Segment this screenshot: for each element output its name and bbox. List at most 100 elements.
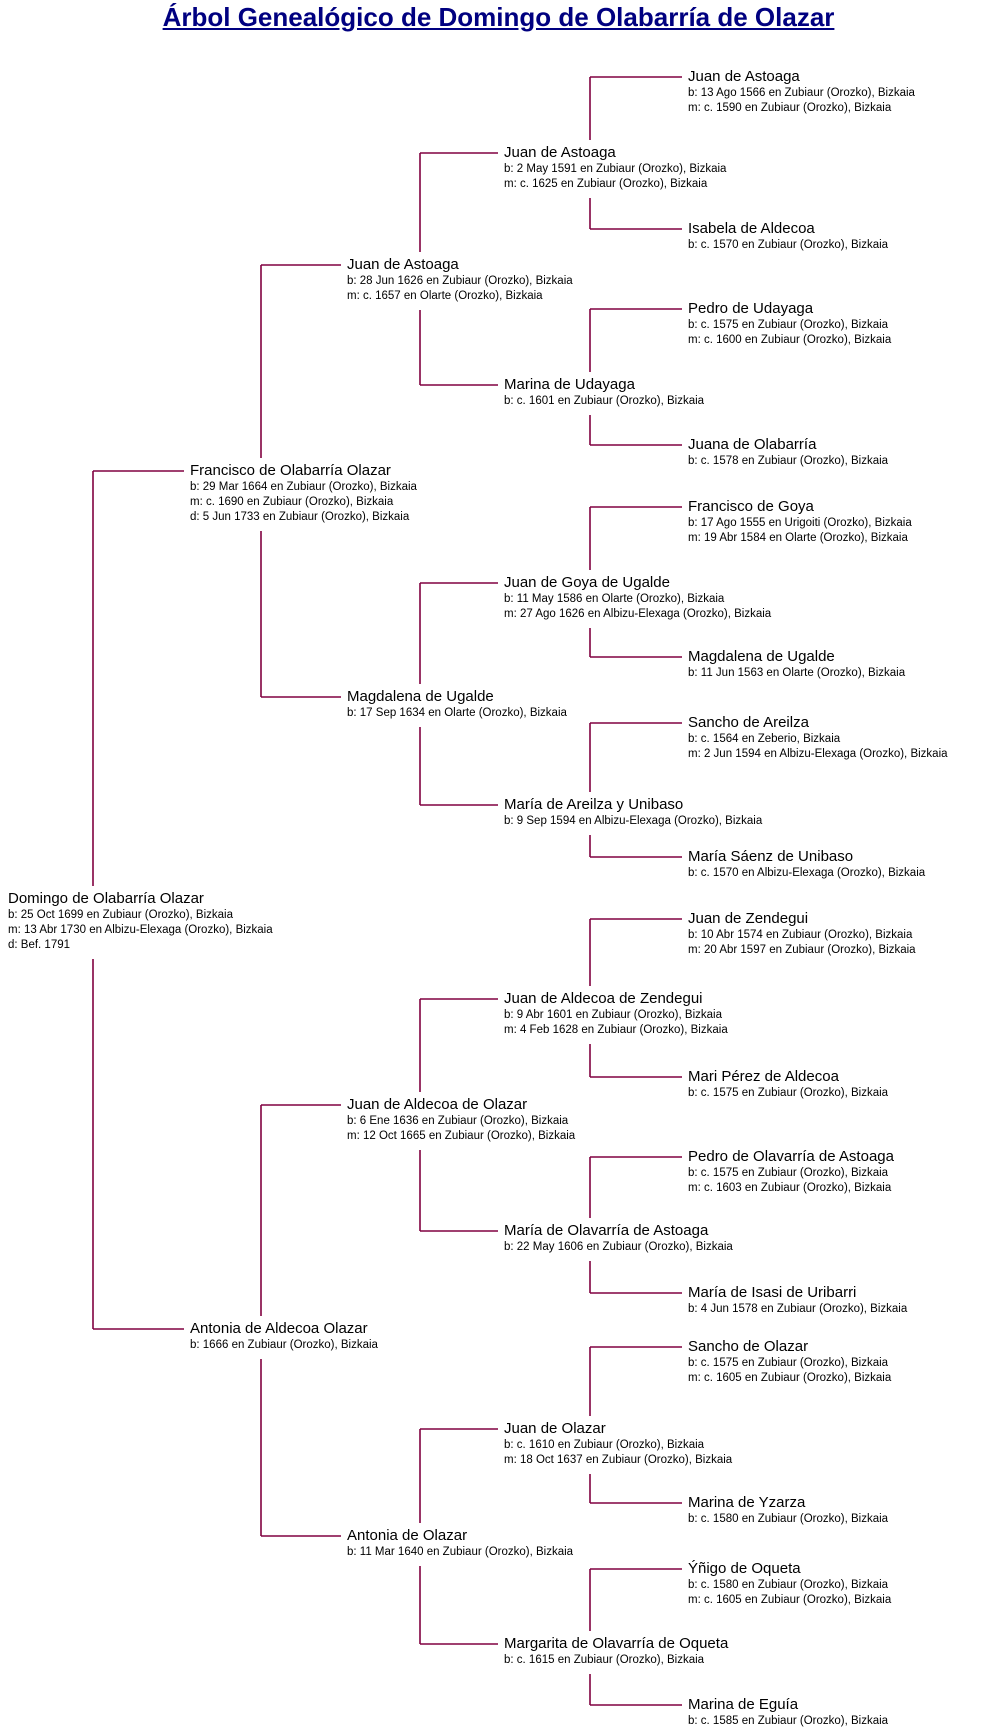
person-detail: b: c. 1578 en Zubiaur (Orozko), Bizkaia bbox=[688, 455, 889, 467]
person-detail: b: c. 1585 en Zubiaur (Orozko), Bizkaia bbox=[688, 1715, 889, 1727]
person-detail: b: c. 1601 en Zubiaur (Orozko), Bizkaia bbox=[504, 395, 705, 407]
person-detail: b: c. 1570 en Albizu-Elexaga (Orozko), B… bbox=[688, 867, 926, 879]
person-detail: b: c. 1580 en Zubiaur (Orozko), Bizkaia bbox=[688, 1513, 889, 1525]
person-4: Magdalena de Ugalde b: 17 Sep 1634 en Ola… bbox=[347, 688, 567, 721]
person-detail: b: 28 Jun 1626 en Zubiaur (Orozko), Bizk… bbox=[347, 275, 573, 287]
person-detail: b: 25 Oct 1699 en Zubiaur (Orozko), Bizk… bbox=[8, 909, 233, 921]
person-detail: b: c. 1575 en Zubiaur (Orozko), Bizkaia bbox=[688, 1357, 889, 1369]
person-detail: b: 10 Abr 1574 en Zubiaur (Orozko), Bizk… bbox=[688, 929, 913, 941]
person-name[interactable]: Juan de Aldecoa de Olazar bbox=[347, 1096, 528, 1113]
person-detail: b: 2 May 1591 en Zubiaur (Orozko), Bizka… bbox=[504, 163, 727, 175]
person-name[interactable]: Juan de Astoaga bbox=[688, 68, 800, 85]
person-detail: m: 12 Oct 1665 en Zubiaur (Orozko), Bizk… bbox=[347, 1130, 576, 1142]
person-name[interactable]: Antonia de Olazar bbox=[347, 1527, 468, 1544]
person-1: Francisco de Olabarría Olazar b: 29 Mar 1… bbox=[190, 462, 417, 525]
person-detail: b: c. 1575 en Zubiaur (Orozko), Bizkaia bbox=[688, 1087, 889, 1099]
person-name[interactable]: Sancho de Olazar bbox=[688, 1338, 809, 1355]
person-name[interactable]: Marina de Udayaga bbox=[504, 376, 635, 393]
person-detail: b: 29 Mar 1664 en Zubiaur (Orozko), Bizk… bbox=[190, 481, 417, 493]
person-11: Juan de Aldecoa de Zendegui b: 9 Abr 1601… bbox=[504, 990, 728, 1038]
person-8: Marina de Udayaga b: c. 1601 en Zubiaur (… bbox=[504, 376, 704, 409]
person-name[interactable]: Antonia de Aldecoa Olazar bbox=[190, 1320, 368, 1337]
person-12: María de Olavarría de Astoaga b: 22 May 1… bbox=[504, 1222, 733, 1255]
person-name[interactable]: Marina de Eguía bbox=[688, 1696, 799, 1713]
person-10: María de Areilza y Unibaso b: 9 Sep 1594 … bbox=[504, 796, 762, 829]
person-9: Juan de Goya de Ugalde b: 11 May 1586 en … bbox=[504, 574, 771, 622]
person-24: Mari Pérez de Aldecoa b: c. 1575 en Zubia… bbox=[688, 1068, 888, 1101]
person-detail: m: c. 1605 en Zubiaur (Orozko), Bizkaia bbox=[688, 1594, 892, 1606]
person-detail: b: 22 May 1606 en Zubiaur (Orozko), Bizk… bbox=[504, 1241, 733, 1253]
person-name[interactable]: Sancho de Areilza bbox=[688, 714, 809, 731]
person-name[interactable]: Francisco de Olabarría Olazar bbox=[190, 462, 391, 479]
person-detail: m: c. 1603 en Zubiaur (Orozko), Bizkaia bbox=[688, 1182, 892, 1194]
person-detail: m: 27 Ago 1626 en Albizu-Elexaga (Orozko… bbox=[504, 608, 772, 620]
person-22: María Sáenz de Unibaso b: c. 1570 en Albi… bbox=[688, 848, 925, 881]
person-name[interactable]: Juan de Olazar bbox=[504, 1420, 606, 1437]
person-detail: b: 11 May 1586 en Olarte (Orozko), Bizka… bbox=[504, 593, 725, 605]
person-name[interactable]: María de Isasi de Uribarri bbox=[688, 1284, 857, 1301]
person-detail: b: 13 Ago 1566 en Zubiaur (Orozko), Bizk… bbox=[688, 87, 915, 99]
person-name[interactable]: Isabela de Aldecoa bbox=[688, 220, 815, 237]
person-detail: m: c. 1600 en Zubiaur (Orozko), Bizkaia bbox=[688, 334, 892, 346]
person-name[interactable]: Magdalena de Ugalde bbox=[688, 648, 835, 665]
person-detail: b: 4 Jun 1578 en Zubiaur (Orozko), Bizka… bbox=[688, 1303, 908, 1315]
person-detail: b: c. 1615 en Zubiaur (Orozko), Bizkaia bbox=[504, 1654, 705, 1666]
person-detail: b: 17 Sep 1634 en Olarte (Orozko), Bizka… bbox=[347, 707, 567, 719]
person-detail: m: 13 Abr 1730 en Albizu-Elexaga (Orozko… bbox=[8, 924, 273, 936]
person-name[interactable]: Pedro de Udayaga bbox=[688, 300, 814, 317]
person-name[interactable]: Mari Pérez de Aldecoa bbox=[688, 1068, 839, 1085]
person-name[interactable]: Francisco de Goya bbox=[688, 498, 814, 515]
person-21: Sancho de Areilza b: c. 1564 en Zeberio, … bbox=[688, 714, 948, 762]
person-28: Marina de Yzarza b: c. 1580 en Zubiaur (O… bbox=[688, 1494, 888, 1527]
person-name[interactable]: María de Olavarría de Astoaga bbox=[504, 1222, 709, 1239]
person-name[interactable]: Domingo de Olabarría Olazar bbox=[8, 890, 204, 907]
person-detail: m: c. 1690 en Zubiaur (Orozko), Bizkaia bbox=[190, 496, 394, 508]
person-detail: b: 6 Ene 1636 en Zubiaur (Orozko), Bizka… bbox=[347, 1115, 569, 1127]
person-name[interactable]: María de Areilza y Unibaso bbox=[504, 796, 684, 813]
person-name[interactable]: Juan de Zendegui bbox=[688, 910, 809, 927]
person-detail: m: c. 1590 en Zubiaur (Orozko), Bizkaia bbox=[688, 102, 892, 114]
person-3: Juan de Astoaga b: 28 Jun 1626 en Zubiaur… bbox=[347, 256, 573, 304]
person-name[interactable]: Pedro de Olavarría de Astoaga bbox=[688, 1148, 894, 1165]
person-detail: m: c. 1657 en Olarte (Orozko), Bizkaia bbox=[347, 290, 543, 302]
person-detail: b: 1666 en Zubiaur (Orozko), Bizkaia bbox=[190, 1339, 378, 1351]
person-23: Juan de Zendegui b: 10 Abr 1574 en Zubiau… bbox=[688, 910, 916, 958]
person-name[interactable]: Juan de Aldecoa de Zendegui bbox=[504, 990, 703, 1007]
person-name[interactable]: Margarita de Olavarría de Oqueta bbox=[504, 1635, 729, 1652]
person-name[interactable]: Ýñigo de Oqueta bbox=[688, 1560, 801, 1577]
person-27: Sancho de Olazar b: c. 1575 en Zubiaur (O… bbox=[688, 1338, 891, 1386]
person-detail: d: Bef. 1791 bbox=[8, 939, 71, 951]
page-title[interactable]: Árbol Genealógico de Domingo de Olabarrí… bbox=[162, 2, 835, 32]
person-name[interactable]: Juana de Olabarría bbox=[688, 436, 817, 453]
person-detail: b: 11 Jun 1563 en Olarte (Orozko), Bizka… bbox=[688, 667, 906, 679]
person-detail: m: 18 Oct 1637 en Zubiaur (Orozko), Bizk… bbox=[504, 1454, 733, 1466]
person-detail: b: 9 Sep 1594 en Albizu-Elexaga (Orozko)… bbox=[504, 815, 763, 827]
person-26: María de Isasi de Uribarri b: 4 Jun 1578 … bbox=[688, 1284, 907, 1317]
person-detail: m: c. 1605 en Zubiaur (Orozko), Bizkaia bbox=[688, 1372, 892, 1384]
person-name[interactable]: Marina de Yzarza bbox=[688, 1494, 806, 1511]
person-detail: b: 9 Abr 1601 en Zubiaur (Orozko), Bizka… bbox=[504, 1009, 722, 1021]
person-5: Juan de Aldecoa de Olazar b: 6 Ene 1636 e… bbox=[347, 1096, 575, 1144]
person-7: Juan de Astoaga b: 2 May 1591 en Zubiaur … bbox=[504, 144, 726, 192]
person-18: Juana de Olabarría b: c. 1578 en Zubiaur … bbox=[688, 436, 888, 469]
person-name[interactable]: María Sáenz de Unibaso bbox=[688, 848, 854, 865]
person-detail: b: c. 1570 en Zubiaur (Orozko), Bizkaia bbox=[688, 239, 889, 251]
person-detail: m: 2 Jun 1594 en Albizu-Elexaga (Orozko)… bbox=[688, 748, 948, 760]
person-name[interactable]: Juan de Astoaga bbox=[504, 144, 616, 161]
person-name[interactable]: Juan de Goya de Ugalde bbox=[504, 574, 670, 591]
person-detail: m: 20 Abr 1597 en Zubiaur (Orozko), Bizk… bbox=[688, 944, 916, 956]
person-detail: b: c. 1564 en Zeberio, Bizkaia bbox=[688, 733, 841, 745]
person-detail: m: c. 1625 en Zubiaur (Orozko), Bizkaia bbox=[504, 178, 708, 190]
person-name[interactable]: Juan de Astoaga bbox=[347, 256, 459, 273]
person-name[interactable]: Magdalena de Ugalde bbox=[347, 688, 494, 705]
person-20: Magdalena de Ugalde b: 11 Jun 1563 en Ola… bbox=[688, 648, 905, 681]
person-6: Antonia de Olazar b: 11 Mar 1640 en Zubia… bbox=[347, 1527, 573, 1560]
person-detail: b: 11 Mar 1640 en Zubiaur (Orozko), Bizk… bbox=[347, 1546, 574, 1558]
person-15: Juan de Astoaga b: 13 Ago 1566 en Zubiaur… bbox=[688, 68, 915, 116]
person-2: Antonia de Aldecoa Olazar b: 1666 en Zubi… bbox=[190, 1320, 378, 1353]
